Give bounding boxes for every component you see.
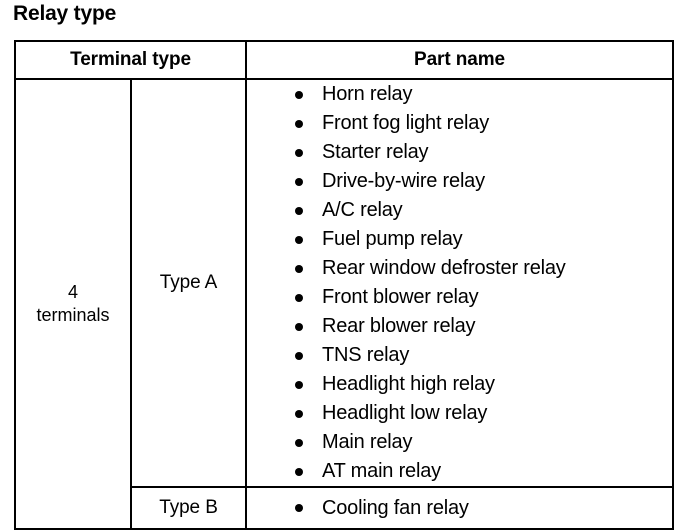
bullet-icon xyxy=(295,265,304,273)
cell-part-names-a: Horn relay Front fog light relay Starter… xyxy=(245,78,675,488)
list-item: Main relay xyxy=(247,428,672,457)
part-name-label: A/C relay xyxy=(322,199,403,221)
part-list-type-a: Horn relay Front fog light relay Starter… xyxy=(247,80,672,486)
list-item: TNS relay xyxy=(247,341,672,370)
part-name-label: Rear window defroster relay xyxy=(322,257,566,279)
bullet-icon xyxy=(295,468,304,476)
bullet-icon xyxy=(295,381,304,389)
list-item: Cooling fan relay xyxy=(247,488,672,528)
part-name-label: Cooling fan relay xyxy=(322,497,469,519)
table-body: 4 terminals Type A Horn relay Front fog … xyxy=(14,78,675,530)
bullet-icon xyxy=(295,294,304,302)
cell-type-label-a: Type A xyxy=(129,78,248,488)
part-name-label: TNS relay xyxy=(322,344,410,366)
table-row-type-a: 4 terminals Type A Horn relay Front fog … xyxy=(14,78,675,530)
part-name-label: AT main relay xyxy=(322,460,441,482)
part-name-label: Front blower relay xyxy=(322,286,479,308)
list-item: Fuel pump relay xyxy=(247,225,672,254)
part-list-type-b: Cooling fan relay xyxy=(247,488,672,528)
list-item: Drive-by-wire relay xyxy=(247,167,672,196)
list-item: Front fog light relay xyxy=(247,109,672,138)
part-name-label: Horn relay xyxy=(322,83,413,105)
list-item: A/C relay xyxy=(247,196,672,225)
cell-type-label-b: Type B xyxy=(129,486,248,530)
column-header-terminal-type: Terminal type xyxy=(13,40,248,80)
bullet-icon xyxy=(295,149,304,157)
part-name-label: Rear blower relay xyxy=(322,315,476,337)
list-item: AT main relay xyxy=(247,457,672,486)
bullet-icon xyxy=(295,323,304,331)
part-name-label: Starter relay xyxy=(322,141,429,163)
bullet-icon xyxy=(295,410,304,418)
table-header-row: Terminal type Part name xyxy=(13,40,675,80)
list-item: Starter relay xyxy=(247,138,672,167)
part-name-label: Drive-by-wire relay xyxy=(322,170,485,192)
part-name-label: Main relay xyxy=(322,431,413,453)
part-name-label: Headlight low relay xyxy=(322,402,488,424)
list-item: Headlight low relay xyxy=(247,399,672,428)
list-item: Rear window defroster relay xyxy=(247,254,672,283)
list-item: Horn relay xyxy=(247,80,672,109)
cell-part-names-b: Cooling fan relay xyxy=(245,486,675,530)
terminal-count-unit: terminals xyxy=(36,305,110,325)
cell-terminal-count: 4 terminals xyxy=(14,78,132,530)
part-name-label: Headlight high relay xyxy=(322,373,495,395)
list-item: Rear blower relay xyxy=(247,312,672,341)
relay-type-table: Terminal type Part name 4 terminals Type… xyxy=(13,40,675,530)
terminal-count-number: 4 xyxy=(67,282,78,302)
bullet-icon xyxy=(295,178,304,186)
part-name-label: Fuel pump relay xyxy=(322,228,463,250)
list-item: Front blower relay xyxy=(247,283,672,312)
part-name-label: Front fog light relay xyxy=(322,112,490,134)
bullet-icon xyxy=(295,120,304,128)
bullet-icon xyxy=(295,91,304,99)
bullet-icon xyxy=(295,236,304,244)
bullet-icon xyxy=(295,207,304,215)
bullet-icon xyxy=(295,504,304,512)
list-item: Headlight high relay xyxy=(247,370,672,399)
page-title: Relay type xyxy=(13,2,117,25)
bullet-icon xyxy=(295,439,304,447)
bullet-icon xyxy=(295,352,304,360)
column-header-part-name: Part name xyxy=(245,40,675,80)
